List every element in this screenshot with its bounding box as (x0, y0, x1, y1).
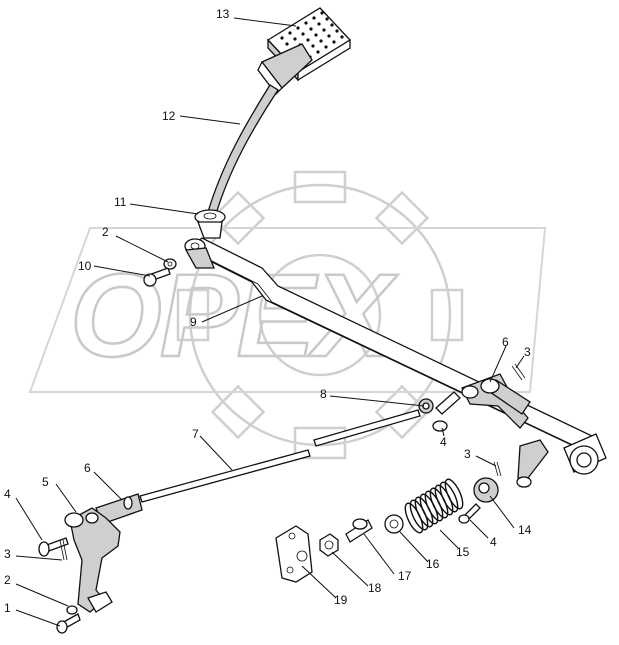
pedal-arm (207, 84, 279, 215)
pad-dot (320, 11, 324, 15)
callout-c2b: 2 (4, 573, 11, 587)
pin-4-mid (458, 503, 481, 524)
callout-c18: 18 (368, 581, 382, 595)
bolt-1 (56, 613, 81, 634)
pad-dot (322, 28, 326, 32)
rod-7 (139, 409, 421, 503)
callout-c9: 9 (190, 315, 197, 329)
callout-c7: 7 (192, 427, 199, 441)
spring-coil (439, 481, 459, 513)
washer-8 (418, 398, 434, 414)
callout-c16: 16 (426, 557, 440, 571)
callout-c3c: 3 (4, 547, 11, 561)
spring-coil (444, 478, 464, 510)
bush-16 (384, 514, 404, 534)
callout-c8: 8 (320, 387, 327, 401)
screw-17 (345, 518, 373, 543)
nut-18 (319, 533, 339, 557)
pad-dot (285, 42, 289, 46)
pad-dot (306, 38, 310, 42)
pad-dot (325, 17, 329, 21)
pad-dot (319, 39, 323, 43)
callout-c2a: 2 (102, 225, 109, 239)
callout-c6b: 6 (84, 461, 91, 475)
pad-dot (332, 40, 336, 44)
callout-c3a: 3 (524, 345, 531, 359)
clevis-pin-lower (38, 537, 69, 557)
pad-dot (288, 31, 292, 35)
leader-lines (15, 17, 525, 627)
callout-c12: 12 (162, 109, 176, 123)
callout-c1: 1 (4, 601, 11, 615)
callout-c14: 14 (518, 523, 532, 537)
callout-c19: 19 (334, 593, 348, 607)
rod-clevis (95, 493, 143, 525)
callout-c6a: 6 (502, 335, 509, 349)
callout-c10: 10 (78, 259, 92, 273)
clip-pin-mid (493, 461, 502, 477)
washer-2-lower (66, 605, 78, 615)
pad-dot (309, 27, 313, 31)
spring-15 (404, 478, 464, 534)
clip-pin-lower (59, 539, 68, 561)
callout-c17: 17 (398, 569, 412, 583)
pedal-pad (257, 7, 352, 95)
lower-lever (64, 507, 121, 613)
callout-labels: 13 12 11 2 10 9 6 3 8 4 7 3 5 6 4 3 2 1 14 4 15 16 17 18 19 (4, 7, 532, 615)
pad-dot (314, 33, 318, 37)
washer-11 (194, 209, 226, 239)
pad-dot (316, 50, 320, 54)
callout-c5: 5 (42, 475, 49, 489)
callout-c13: 13 (216, 7, 230, 21)
bolt-10 (143, 267, 171, 287)
pad-dot (330, 23, 334, 27)
spring-cup-14 (473, 477, 499, 503)
callout-c3b: 3 (464, 447, 471, 461)
pad-dot (340, 35, 344, 39)
pad-dot (304, 21, 308, 25)
pad-dot (301, 32, 305, 36)
pad-dot (324, 45, 328, 49)
pad-dot (280, 36, 284, 40)
callout-c4b: 4 (4, 487, 11, 501)
bracket-19 (275, 525, 313, 583)
pad-dot (296, 26, 300, 30)
pad-dot (335, 29, 339, 33)
pad-dot (293, 37, 297, 41)
callout-c11: 11 (114, 195, 127, 209)
clip-pin-upper (511, 363, 526, 381)
callout-c4c: 4 (490, 535, 497, 549)
pad-dot (327, 34, 331, 38)
pad-dot (312, 16, 316, 20)
callout-c4a: 4 (440, 435, 447, 449)
clevis-pin-upper (432, 391, 461, 432)
pad-dot (317, 22, 321, 26)
callout-c15: 15 (456, 545, 470, 559)
pad-dot (311, 44, 315, 48)
shaft-lever (461, 373, 531, 429)
